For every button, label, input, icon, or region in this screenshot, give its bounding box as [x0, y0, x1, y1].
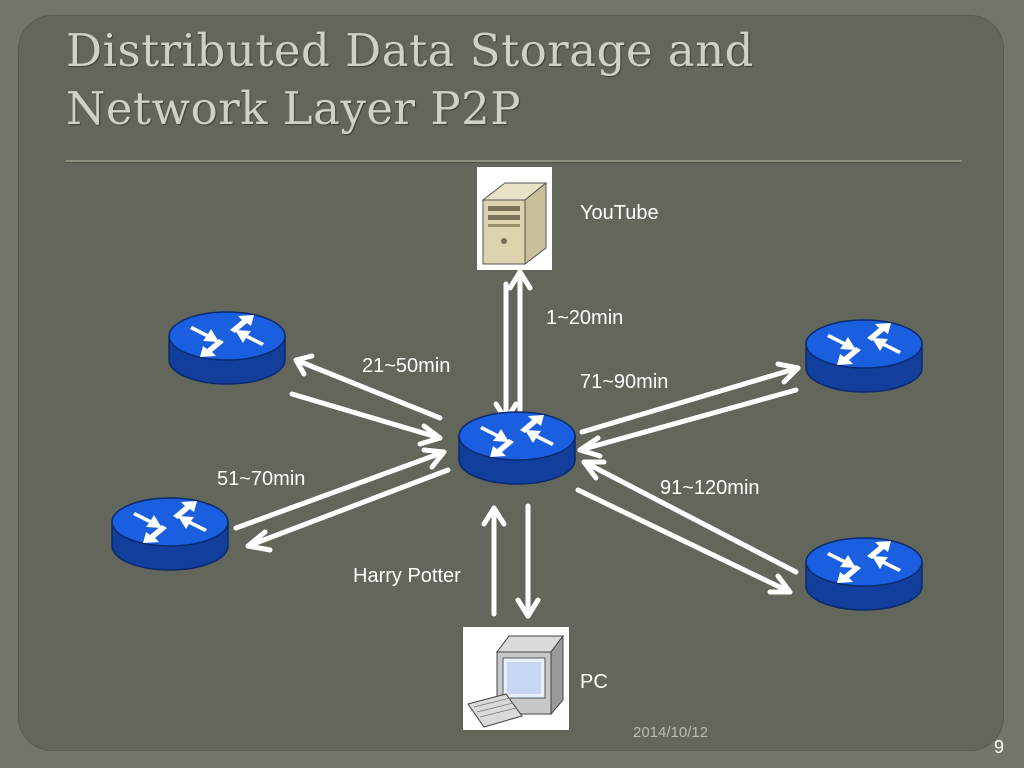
router-icon [805, 319, 923, 393]
edge-label-top-right: 71~90min [580, 371, 669, 393]
footer-date: 2014/10/12 [633, 724, 709, 741]
arrow-pc-up [481, 505, 507, 617]
pc-label: PC [580, 671, 608, 693]
title-line-2: Network Layer P2P [66, 82, 522, 135]
arrow-mid-left-out [245, 467, 451, 553]
arrow-mid-left-in [233, 447, 447, 531]
router-icon [168, 311, 286, 385]
page-number: 9 [994, 737, 1005, 757]
arrow-bottom-right-in [581, 459, 799, 575]
edge-label-top-left: 21~50min [362, 355, 451, 377]
router-icon [805, 537, 923, 611]
edge-label-pc: Harry Potter [353, 565, 461, 587]
server-icon [477, 167, 552, 270]
edge-label-server: 1~20min [546, 307, 624, 329]
slide-title: Distributed Data Storage and Network Lay… [66, 22, 966, 138]
edge-label-mid-left: 51~70min [217, 468, 306, 490]
server-label: YouTube [580, 202, 659, 224]
arrow-top-right-in [577, 387, 799, 459]
arrow-server-down [493, 281, 519, 423]
arrow-bottom-right-out [575, 487, 793, 595]
router-icon [458, 411, 576, 485]
arrow-pc-down [515, 503, 541, 619]
router-mid-left [111, 497, 229, 571]
arrow-top-left-in [289, 391, 443, 447]
desktop-computer-icon [463, 627, 569, 730]
arrow-top-right-out [579, 361, 801, 435]
edge-label-bottom-right: 91~120min [660, 477, 760, 499]
router-icon [111, 497, 229, 571]
title-divider [66, 160, 962, 163]
title-line-1: Distributed Data Storage and [66, 24, 754, 77]
router-bottom-right [805, 537, 923, 611]
arrow-server-up [507, 269, 533, 423]
router-top-left [168, 311, 286, 385]
router-central [458, 411, 576, 485]
router-top-right [805, 319, 923, 393]
arrow-top-left-out [293, 353, 443, 421]
